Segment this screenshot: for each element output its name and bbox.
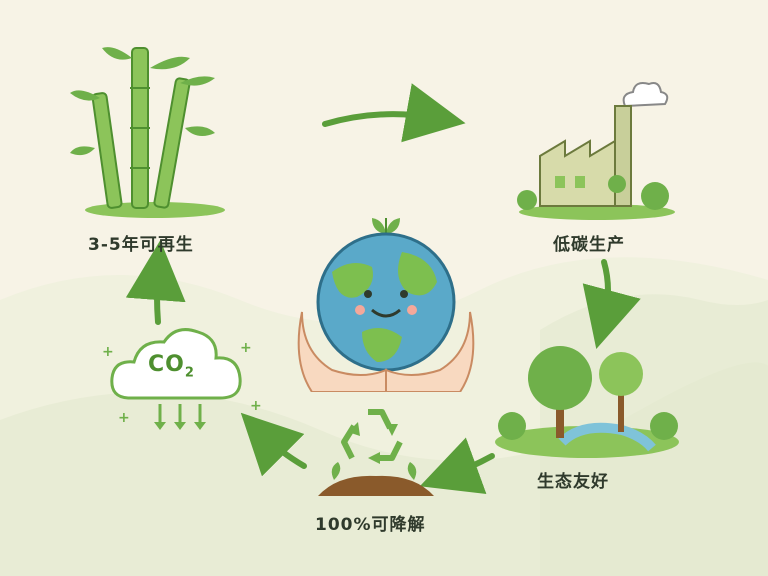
arrow-left (157, 270, 158, 322)
bamboo-icon (70, 38, 240, 218)
arrow-right (604, 262, 608, 320)
arrow-bottom-right (448, 456, 492, 476)
co2-text: CO (148, 352, 185, 377)
earth-in-hands-icon (292, 192, 482, 392)
factory-icon (515, 76, 680, 221)
co2-subscript: 2 (185, 365, 195, 380)
svg-text:+: + (102, 344, 114, 360)
bamboo-label: 3-5年可再生 (88, 230, 194, 255)
svg-text:+: + (240, 340, 252, 356)
nature-label: 生态友好 (537, 467, 609, 492)
factory-label: 低碳生产 (553, 230, 625, 255)
nature-scene-icon (492, 330, 682, 460)
svg-text:+: + (118, 410, 130, 426)
arrow-bottom-left (262, 434, 304, 466)
svg-text:+: + (250, 398, 262, 414)
recycle-soil-icon (310, 400, 440, 505)
recycle-label: 100%可降解 (315, 510, 426, 535)
arrow-top (325, 114, 436, 124)
co2-label: CO2 (148, 352, 195, 380)
